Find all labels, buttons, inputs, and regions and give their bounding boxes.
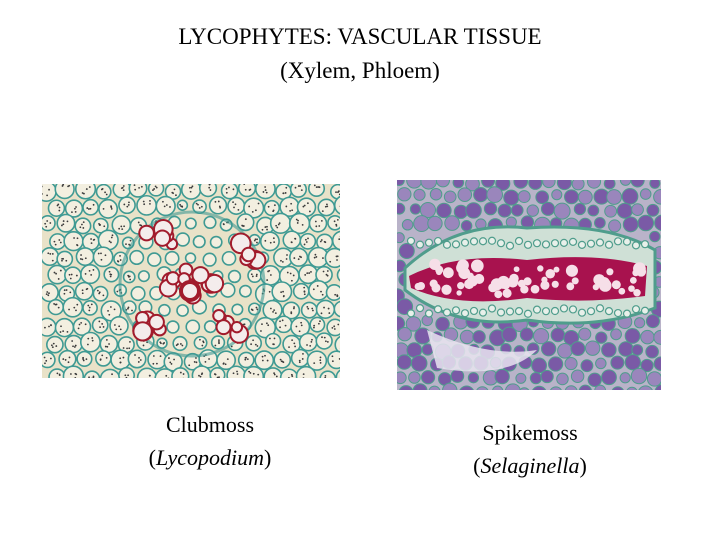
selaginella-stem-cross-section-micrograph (397, 180, 661, 390)
caption-genus-line: (Selaginella) (473, 453, 587, 478)
lycopodium-stem-cross-section-micrograph (42, 184, 340, 378)
title-line-2: (Xylem, Phloem) (280, 58, 440, 83)
caption-common-name: Clubmoss (165, 412, 255, 437)
spikemoss-caption: Spikemoss (Selaginella) (420, 416, 640, 482)
slide-title: LYCOPHYTES: VASCULAR TISSUE (Xylem, Phlo… (0, 20, 720, 88)
caption-genus: Lycopodium (155, 445, 265, 470)
caption-common-name: Spikemoss (482, 420, 578, 445)
lycopodium-micrograph (42, 184, 340, 378)
caption-genus: Selaginella (480, 453, 580, 478)
selaginella-micrograph (397, 180, 661, 390)
caption-genus-line: (Lycopodium) (148, 445, 272, 470)
title-line-1: LYCOPHYTES: VASCULAR TISSUE (178, 24, 542, 49)
clubmoss-caption: Clubmoss (Lycopodium) (100, 408, 320, 474)
